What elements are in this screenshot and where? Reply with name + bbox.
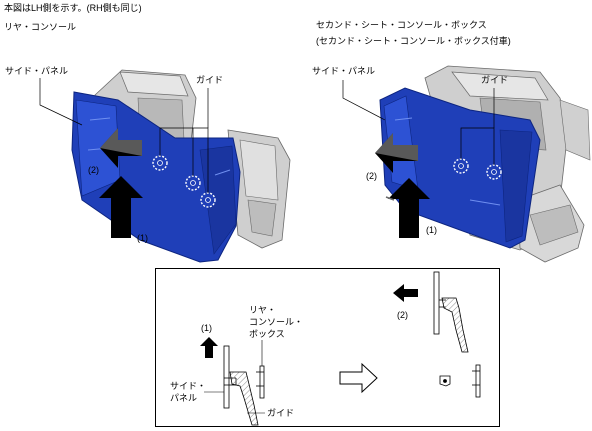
right-label-guide: ガイド (481, 75, 509, 85)
detail-guide-left (229, 371, 259, 426)
detail-arrow-up-icon (200, 337, 218, 358)
detail-console-section-right (472, 364, 481, 398)
right-figure-title-line2: (セカンド・シート・コンソール・ボックス付車) (316, 36, 511, 46)
detail-guide-right (441, 297, 469, 353)
left-leaders (39, 78, 209, 193)
detail-label-panel-1: サイド・ (170, 381, 207, 391)
left-step-1: (1) (137, 233, 148, 243)
left-step-2: (2) (88, 165, 99, 175)
detail-label-console-2: コンソール・ (249, 317, 304, 327)
detail-label-console-1: リヤ・ (249, 305, 277, 315)
right-step-2: (2) (366, 171, 377, 181)
left-label-side-panel: サイド・パネル (5, 66, 69, 76)
detail-small-guide-right (439, 375, 451, 387)
right-figure-title-line1: セカンド・シート・コンソール・ボックス (316, 20, 487, 30)
right-step-1: (1) (426, 225, 437, 235)
detail-step-1: (1) (201, 323, 212, 333)
detail-label-panel-2: パネル (170, 393, 198, 403)
detail-transition-arrow-icon (339, 362, 378, 394)
right-leaders (342, 80, 495, 165)
detail-arrow-left-icon (393, 284, 418, 302)
right-label-side-panel: サイド・パネル (312, 66, 376, 76)
detail-label-console-3: ボックス (249, 329, 285, 339)
left-arrow-1-icon (99, 176, 143, 238)
detail-step-2: (2) (397, 310, 408, 320)
detail-label-guide: ガイド (267, 408, 295, 418)
right-arrow-2-icon (375, 133, 418, 173)
right-arrow-1-icon (388, 178, 430, 238)
right-guide-markers (453, 158, 502, 180)
left-label-guide: ガイド (196, 75, 224, 85)
header-note: 本図はLH側を示す。(RH側も同じ) (4, 3, 142, 13)
detail-box (155, 268, 500, 427)
left-arrow-2-icon (100, 128, 142, 168)
left-figure-title: リヤ・コンソール (4, 22, 77, 32)
detail-leaders-left (204, 340, 265, 414)
